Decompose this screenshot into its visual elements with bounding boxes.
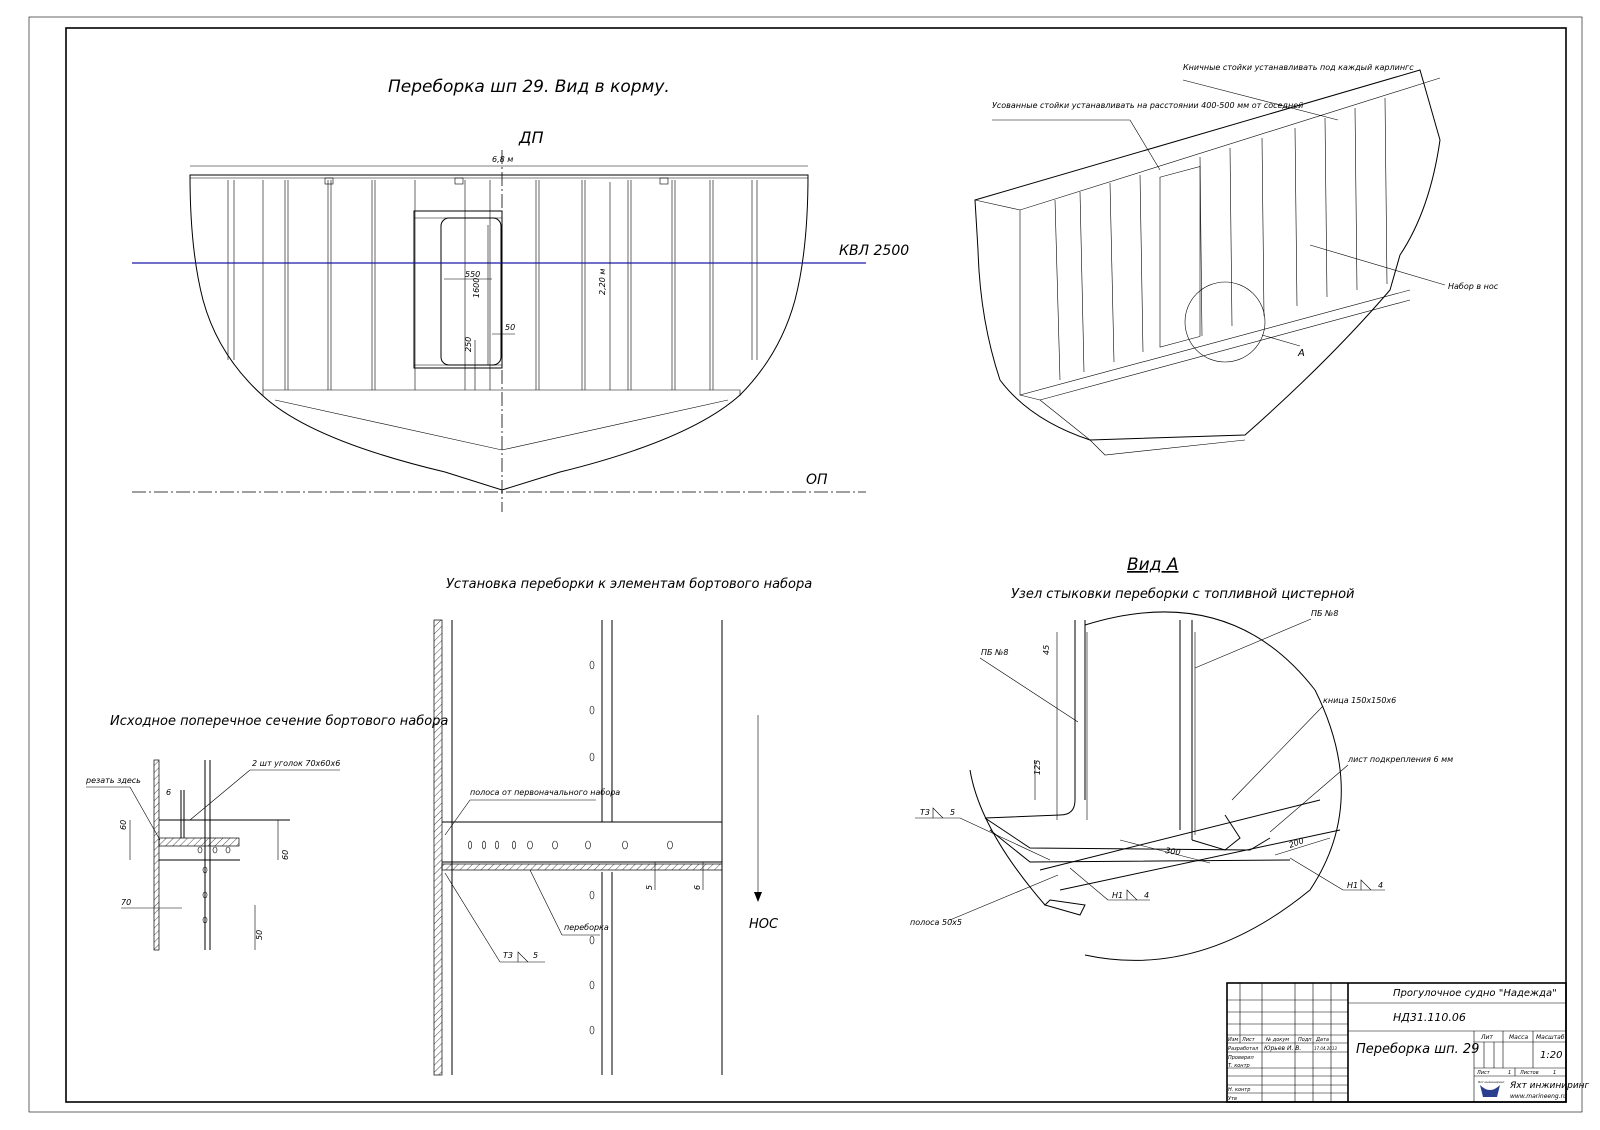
tb-lit: Лит: [1480, 1034, 1493, 1041]
weld-h1-a: Н1: [1112, 891, 1123, 900]
detail-view-a: Вид А Узел стыковки переборки с топливно…: [910, 555, 1453, 961]
pb-label-1: ПБ №8: [981, 648, 1008, 657]
install-title: Установка переборки к элементам бортовог…: [446, 577, 812, 592]
weld-t3: Т3: [503, 951, 513, 960]
tb-sheets: Листов: [1519, 1070, 1539, 1076]
stiffeners: [227, 180, 758, 390]
tb-sheet-no: 1: [1508, 1070, 1511, 1076]
tb-site: www.marineeng.ru: [1510, 1093, 1567, 1100]
tb-col-list: Лист: [1241, 1037, 1256, 1043]
tb-col-data: Дата: [1315, 1037, 1329, 1043]
main-bulkhead-view: Переборка шп 29. Вид в корму. ДП 6,8 м: [132, 77, 909, 512]
view-a-title: Вид А: [1127, 555, 1179, 575]
dim-6: 6: [693, 885, 702, 890]
tb-doc-title: Переборка шп. 29: [1356, 1042, 1479, 1057]
detail-a-circle: [1184, 281, 1266, 363]
knee-note: кница 150х150х6: [1323, 696, 1396, 705]
note-frame: Набор в нос: [1448, 282, 1499, 291]
tb-col-podp: Подп: [1298, 1037, 1312, 1043]
dp-label: ДП: [518, 128, 544, 147]
orig-title: Исходное поперечное сечение бортового на…: [110, 714, 448, 729]
note-stiff: Усованные стойки устанавливать на рассто…: [992, 101, 1303, 110]
angle-note: 2 шт уголок 70х60х6: [252, 759, 340, 768]
outer-frame: [28, 16, 1583, 1113]
dim-50: 50: [505, 323, 515, 332]
tb-razrab-name: Юрьев И. В.: [1264, 1045, 1301, 1052]
dim-50-orig: 50: [255, 930, 264, 940]
install-section: Установка переборки к элементам бортовог…: [433, 577, 812, 1076]
isometric-view: А Кничные стойки устанавливать под кажды…: [974, 63, 1499, 456]
op-label: ОП: [806, 472, 828, 488]
weld-h1-a-size: 4: [1144, 891, 1149, 900]
inner-frame: [65, 27, 1567, 1103]
door-frame: [413, 210, 503, 369]
tb-logo-text: Яхт инжиниринг: [1477, 1080, 1505, 1084]
weld-t3-a-size: 5: [950, 808, 955, 817]
orig-section: Исходное поперечное сечение бортового на…: [85, 714, 448, 951]
dim-250: 250: [464, 337, 473, 352]
dim-6-orig: 6: [166, 788, 171, 797]
cut-here: резать здесь: [85, 776, 141, 785]
dim-300: 300: [1165, 846, 1181, 857]
bulkhead-note: переборка: [564, 923, 609, 932]
tb-doc-code: НД31.110.06: [1393, 1011, 1466, 1024]
strip-50x5: полоса 50х5: [910, 918, 962, 927]
dim-60-b: 60: [281, 850, 290, 860]
tb-company: Яхт инжиниринг: [1509, 1081, 1590, 1091]
dim-5: 5: [645, 885, 654, 890]
tb-row-nkontr: Н. контр: [1228, 1087, 1250, 1093]
main-view-title: Переборка шп 29. Вид в корму.: [388, 77, 670, 97]
tb-sheet: Лист: [1476, 1070, 1491, 1076]
hull-outline: [189, 174, 809, 491]
title-block: Прогулочное судно "Надежда" НД31.110.06 …: [1226, 982, 1590, 1103]
dim-200: 200: [1288, 836, 1305, 850]
dim-45: 45: [1042, 645, 1051, 655]
pb-label-2: ПБ №8: [1311, 609, 1338, 618]
tb-col-izm: Изм: [1228, 1037, 1238, 1043]
dim-125: 125: [1033, 760, 1042, 775]
kvl-label: КВЛ 2500: [839, 243, 909, 259]
tb-row-utv: Утв: [1228, 1096, 1237, 1102]
weld-t3-a: Т3: [920, 808, 930, 817]
detail-circle-arc: [969, 611, 1342, 961]
tb-row-tkontr: Т. контр: [1228, 1063, 1250, 1069]
dim-60-a: 60: [119, 820, 128, 830]
tb-row-razrab: Разработал: [1228, 1046, 1259, 1052]
nos-label: НОС: [749, 917, 779, 932]
rivet-row: [468, 660, 673, 1035]
plate-note: лист подкрепления 6 мм: [1347, 755, 1453, 764]
dim-height: 2,20 м: [598, 269, 607, 295]
tb-massa: Масса: [1509, 1034, 1528, 1041]
tb-project: Прогулочное судно "Надежда": [1393, 988, 1557, 999]
company-logo-icon: [1480, 1085, 1500, 1097]
tb-scale: 1:20: [1540, 1050, 1562, 1061]
width-dim: 6,8 м: [492, 155, 513, 164]
dim-550: 550: [465, 270, 480, 279]
weld-h1-b-size: 4: [1378, 881, 1383, 890]
iso-hull: [974, 69, 1441, 441]
tb-row-prov: Проверил: [1228, 1055, 1254, 1061]
weld-h1-b: Н1: [1347, 881, 1358, 890]
tb-col-ndoc: № докум: [1265, 1037, 1289, 1043]
weld-size: 5: [533, 951, 538, 960]
dim-70: 70: [121, 898, 131, 907]
note-knee: Кничные стойки устанавливать под каждый …: [1183, 63, 1414, 72]
strip-note: полоса от первоначального набора: [470, 788, 620, 797]
view-a-subtitle: Узел стыковки переборки с топливной цист…: [1011, 587, 1355, 602]
dim-1600: 1600: [472, 278, 481, 298]
tb-masshtab: Масштаб: [1536, 1034, 1565, 1041]
label-a: А: [1297, 348, 1305, 359]
tb-razrab-date: 17.04.2013: [1314, 1046, 1337, 1051]
tb-sheets-no: 1: [1553, 1070, 1556, 1076]
